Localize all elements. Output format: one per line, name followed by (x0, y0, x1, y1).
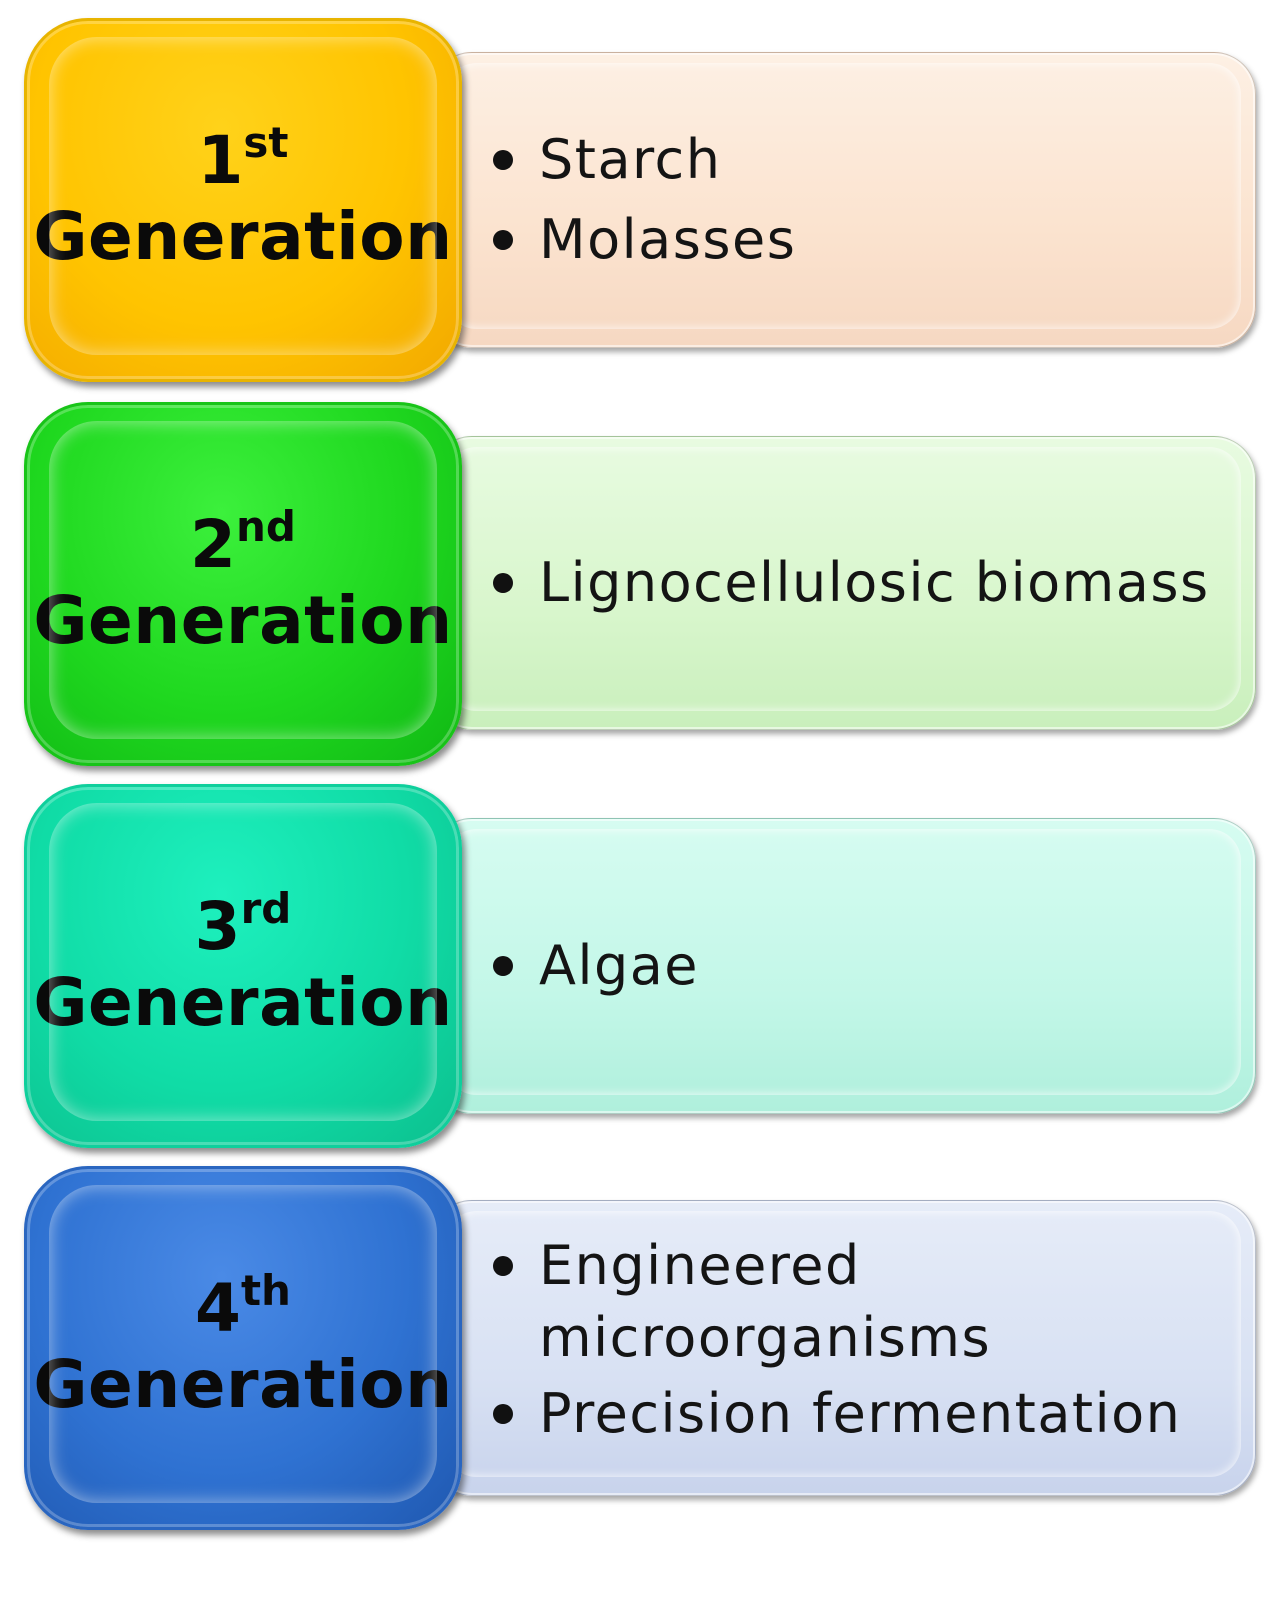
generation-3-items-list: Algae (493, 926, 1225, 1006)
list-item: Starch (493, 120, 1225, 200)
bullet-icon (493, 150, 513, 170)
list-item: Engineered microorganisms (493, 1230, 1225, 1374)
generation-2-label: Generation (33, 582, 453, 659)
generation-4-box: 4th Generation (24, 1166, 462, 1530)
generation-3-box: 3rd Generation (24, 784, 462, 1148)
list-item: Lignocellulosic biomass (493, 543, 1225, 623)
generation-2-items-panel: Lignocellulosic biomass (430, 436, 1256, 730)
bullet-icon (493, 956, 513, 976)
bullet-icon (493, 573, 513, 593)
bullet-icon (493, 1404, 513, 1424)
generation-3-ordinal: 3rd (194, 884, 292, 965)
generation-4-label: Generation (33, 1346, 453, 1423)
generation-1-items-panel: Starch Molasses (430, 52, 1256, 348)
list-item: Molasses (493, 200, 1225, 280)
generation-2-box: 2nd Generation (24, 402, 462, 766)
generation-1-box: 1st Generation (24, 18, 462, 382)
generation-3-items-panel: Algae (430, 818, 1256, 1114)
generation-4-items-panel: Engineered microorganisms Precision ferm… (430, 1200, 1256, 1496)
generation-4-ordinal: 4th (195, 1266, 291, 1347)
generation-1-items-list: Starch Molasses (493, 120, 1225, 280)
generation-3-label: Generation (33, 964, 453, 1041)
generation-2-ordinal: 2nd (190, 502, 296, 583)
bullet-icon (493, 230, 513, 250)
generation-1-ordinal: 1st (197, 118, 289, 199)
list-item: Precision fermentation (493, 1374, 1225, 1454)
generation-1-label: Generation (33, 198, 453, 275)
list-item: Algae (493, 926, 1225, 1006)
generation-2-items-list: Lignocellulosic biomass (493, 543, 1225, 623)
bullet-icon (493, 1256, 513, 1276)
generation-4-items-list: Engineered microorganisms Precision ferm… (493, 1230, 1225, 1454)
